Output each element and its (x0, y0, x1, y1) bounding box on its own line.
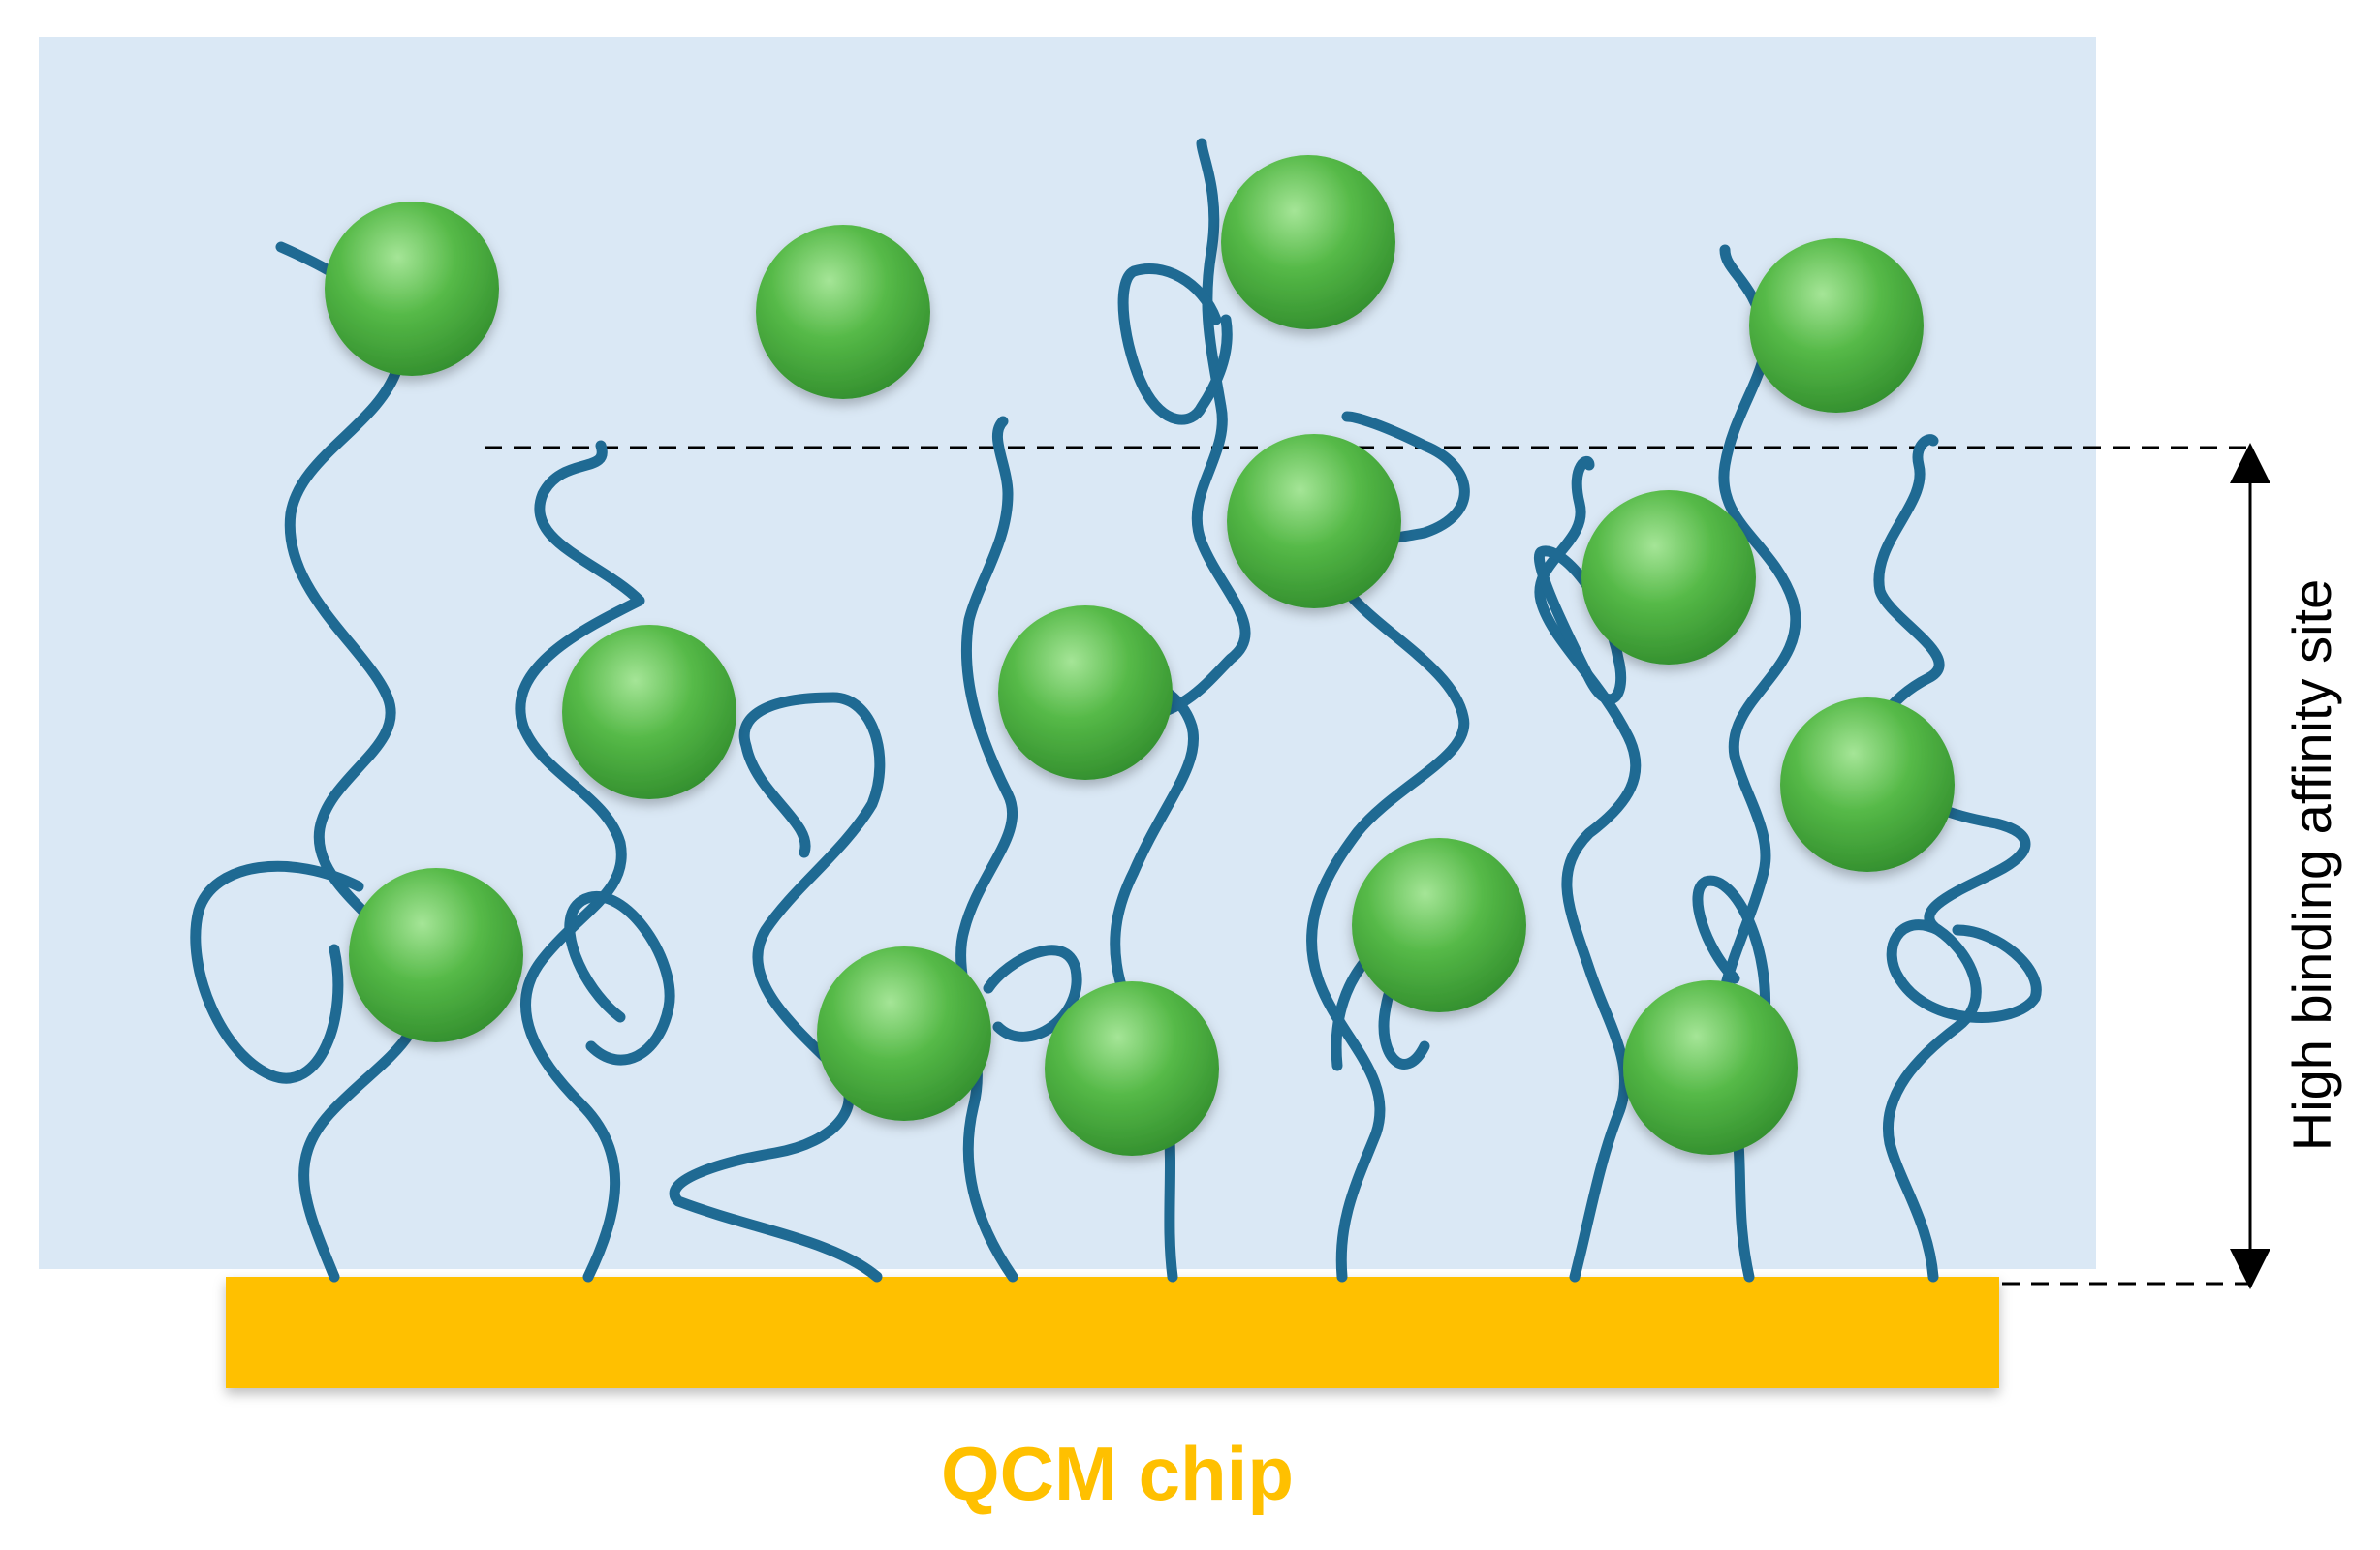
particle (998, 605, 1173, 780)
polymer-chain-7 (1534, 455, 1642, 1283)
polymer-chain-3 (669, 692, 886, 1283)
polymer-chain-9-loop (1886, 919, 2042, 1023)
polymer-chain-6 (1306, 411, 1470, 1283)
particle (1623, 980, 1798, 1155)
polymer-chain-5-loop (1117, 263, 1233, 425)
particle (562, 625, 736, 799)
particle (1227, 434, 1401, 608)
particle (1581, 490, 1756, 665)
particle (756, 225, 930, 399)
polymer-chain-1 (275, 241, 426, 1283)
qcm-chip-label: QCM chip (941, 1431, 1294, 1516)
polymer-chain-7-loop (1534, 545, 1627, 705)
polymer-chain-4 (955, 416, 1018, 1283)
particle (817, 946, 991, 1121)
polymer-chain-9 (1868, 434, 2031, 1283)
polymer-chain-1-loop (190, 860, 364, 1084)
particle (1749, 238, 1924, 413)
particle (1045, 981, 1219, 1156)
particle (349, 868, 523, 1042)
polymer-chain-2 (515, 440, 645, 1283)
polymer-chain-2-loop (564, 891, 675, 1066)
high-binding-affinity-label: High binding affinity site (2281, 579, 2342, 1151)
particles (325, 155, 1955, 1156)
polymer-chain-4-loop (983, 945, 1082, 1042)
particle (1352, 838, 1526, 1012)
particle (1780, 698, 1955, 872)
particle (1221, 155, 1395, 329)
particle (325, 202, 499, 376)
qcm-chip (226, 1277, 1999, 1388)
